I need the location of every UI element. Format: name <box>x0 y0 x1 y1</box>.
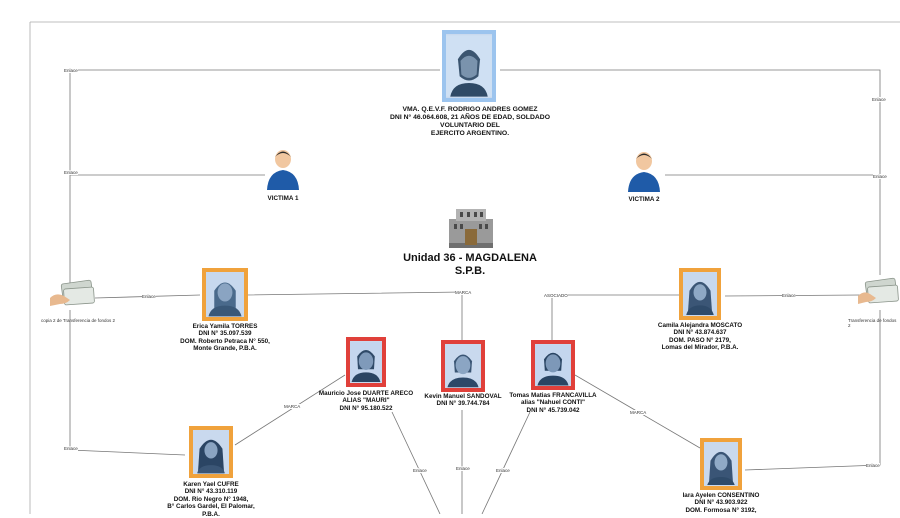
face-photo-icon <box>445 344 481 388</box>
central-person-photo[interactable] <box>442 30 496 102</box>
camila-label: Camila Alejandra MOSCATO DNI N° 43.874.6… <box>657 322 743 352</box>
mauricio-label: Mauricio Jose DUARTE ARECO ALIAS "MAURI"… <box>318 390 414 412</box>
mauricio-photo[interactable] <box>346 337 386 387</box>
victim-1-node[interactable] <box>265 148 301 190</box>
face-photo-icon <box>704 442 738 486</box>
prison-node[interactable] <box>446 205 496 249</box>
edge-label: Enlace <box>64 446 78 451</box>
transfer-left-node[interactable] <box>48 278 96 312</box>
transfer-right-label: Transferencia de fondos 2 <box>848 318 897 329</box>
edge-label: Enlace <box>496 468 510 473</box>
iara-label: Iara Ayelen CONSENTINO DNI N° 43.903.922… <box>682 492 760 514</box>
victim-1-label: VICTIMA 1 <box>267 195 299 202</box>
kevin-label: Kevin Manuel SANDOVAL DNI N° 39.744.784 <box>424 393 502 408</box>
face-photo-icon <box>446 35 492 97</box>
edge-label: Enlace <box>873 174 887 179</box>
edge-label: Enlace <box>413 468 427 473</box>
money-transfer-icon <box>50 279 95 306</box>
edge-central-right <box>500 69 881 275</box>
erica-label: Erica Yamila TORRES DNI N° 35.097.539 DO… <box>180 323 270 353</box>
prison-building-icon <box>449 209 493 248</box>
edge-label: Enlace <box>456 466 470 471</box>
edge-mauricio-down <box>391 411 441 514</box>
edge-label: ASOCIADO <box>544 293 568 298</box>
central-person-label: VMA. Q.E.V.F. RODRIGO ANDRES GOMEZ DNI N… <box>390 106 550 138</box>
tomas-photo[interactable] <box>531 340 575 390</box>
karen-photo[interactable] <box>189 426 233 478</box>
iara-photo[interactable] <box>700 438 742 490</box>
edge-label: Enlace <box>142 294 156 299</box>
kevin-photo[interactable] <box>441 340 485 392</box>
transfer-left-label: copia 2 de Transferencia de fondos 2 <box>40 318 116 323</box>
edge-label: MARCA <box>455 290 472 295</box>
edge-mauricio-karen <box>234 374 346 446</box>
erica-photo[interactable] <box>202 268 248 321</box>
victim-2-label: VICTIMA 2 <box>628 196 660 203</box>
face-photo-icon <box>350 342 382 382</box>
edge-label: Enlace <box>782 293 796 298</box>
edge-label: MARCA <box>284 404 301 409</box>
edge-label: Enlace <box>866 463 880 468</box>
tomas-label: Tomas Matias FRANCAVILLA alias "Nahuel C… <box>509 392 597 414</box>
face-photo-icon <box>206 272 244 317</box>
karen-label: Karen Yael CUFRE DNI N° 43.310.119 DOM. … <box>167 481 255 518</box>
person-icon <box>628 152 660 192</box>
edge-label: Enlace <box>872 97 886 102</box>
prison-label: Unidad 36 - MAGDALENA S.P.B. <box>403 252 537 277</box>
person-icon <box>267 150 299 190</box>
victim-2-node[interactable] <box>626 150 662 192</box>
edge-label: MARCA <box>630 410 647 415</box>
face-photo-icon <box>683 272 717 316</box>
money-transfer-icon <box>858 277 899 304</box>
edge-right-iara <box>744 310 881 471</box>
edge-tomas-down <box>481 411 531 514</box>
edge-label: Enlace <box>64 170 78 175</box>
face-photo-icon <box>535 344 571 386</box>
camila-photo[interactable] <box>679 268 721 320</box>
face-photo-icon <box>193 430 229 474</box>
transfer-right-node[interactable] <box>858 276 900 310</box>
edge-label: Enlace <box>64 68 78 73</box>
